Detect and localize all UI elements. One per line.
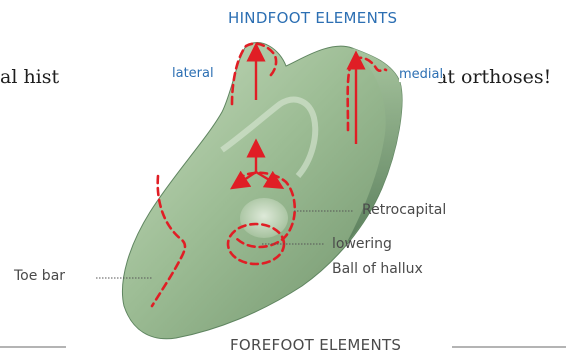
insole-body <box>122 43 402 339</box>
toe-bar-label: Toe bar <box>14 268 65 284</box>
lowering-label: lowering <box>332 236 392 252</box>
ball-of-hallux-label: Ball of hallux <box>332 261 423 277</box>
retrocapital-label: Retrocapital <box>362 202 446 218</box>
forefoot-title: FOREFOOT ELEMENTS <box>230 336 401 354</box>
hindfoot-title: HINDFOOT ELEMENTS <box>228 9 397 27</box>
retrocapital-pad <box>240 198 288 238</box>
lateral-label: lateral <box>172 66 214 81</box>
medial-label: medial <box>399 67 443 82</box>
